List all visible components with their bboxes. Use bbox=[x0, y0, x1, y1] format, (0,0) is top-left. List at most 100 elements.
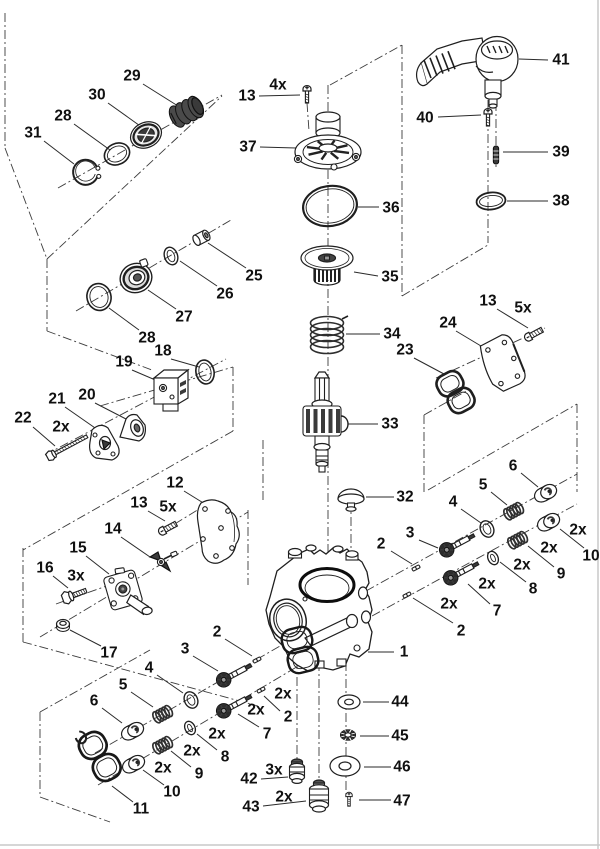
callout-35-7: 35 bbox=[381, 269, 399, 286]
leader-line bbox=[147, 510, 166, 522]
callout-37-5: 37 bbox=[239, 139, 256, 156]
part-seal-disc-30 bbox=[129, 121, 163, 149]
part-star-washer-45 bbox=[340, 729, 356, 741]
callout-26-19: 26 bbox=[216, 286, 234, 303]
leader-line bbox=[32, 426, 56, 447]
leader-line bbox=[437, 114, 482, 118]
leader-line bbox=[259, 146, 297, 149]
qty-label-2x-42: 2x bbox=[154, 760, 172, 777]
part-ribbed-cap-35 bbox=[300, 245, 354, 286]
part-nut-17 bbox=[55, 618, 71, 632]
leader-line bbox=[170, 750, 192, 768]
center-line bbox=[4, 147, 48, 260]
leader-line bbox=[224, 638, 253, 657]
part-wing-valve-14 bbox=[148, 550, 178, 573]
part-sealing-ring-36 bbox=[302, 184, 358, 228]
qty-label-5x-28: 5x bbox=[159, 499, 177, 516]
part-washer-26 bbox=[163, 246, 179, 266]
part-cap-32 bbox=[337, 488, 365, 512]
part-carburetor-body-1 bbox=[265, 544, 373, 675]
callout-41-11: 41 bbox=[552, 52, 570, 69]
callout-23-16: 23 bbox=[396, 342, 414, 359]
leader-line bbox=[43, 140, 75, 165]
part-spring-9-left bbox=[151, 735, 174, 755]
part-gasket-plate-24 bbox=[479, 334, 526, 392]
callout-20-24: 20 bbox=[78, 387, 95, 404]
leader-line bbox=[156, 674, 184, 694]
qty-label-2x-49: 2x bbox=[440, 596, 458, 613]
leader-line bbox=[147, 289, 177, 310]
callout-5-36: 5 bbox=[119, 677, 128, 694]
callout-46-57: 46 bbox=[393, 759, 411, 776]
part-spring-9-right bbox=[506, 530, 529, 550]
callout-12-27: 12 bbox=[166, 475, 183, 492]
part-cup-6-left bbox=[120, 721, 145, 741]
callout-13-28: 13 bbox=[130, 495, 148, 512]
part-pin-2-right-lower bbox=[402, 591, 412, 599]
leader-line bbox=[258, 94, 301, 97]
part-washer-8-left bbox=[183, 720, 197, 736]
leader-line bbox=[412, 597, 454, 624]
callout-39-13: 39 bbox=[552, 144, 570, 161]
leader-line bbox=[260, 776, 289, 780]
leader-line bbox=[107, 102, 144, 129]
callout-10-42: 10 bbox=[163, 784, 180, 801]
center-line bbox=[46, 330, 153, 371]
callout-31-3: 31 bbox=[24, 125, 42, 142]
callout-1-54: 1 bbox=[400, 644, 409, 661]
qty-label-2x-52: 2x bbox=[540, 540, 558, 557]
leader-line bbox=[207, 242, 247, 269]
leader-line bbox=[263, 695, 281, 712]
leader-line bbox=[499, 561, 527, 583]
part-snap-ring-31 bbox=[72, 158, 102, 186]
leader-line bbox=[120, 536, 151, 558]
leader-line bbox=[94, 402, 127, 420]
callout-7-39: 7 bbox=[263, 726, 272, 743]
leader-line bbox=[111, 785, 134, 803]
leader-line bbox=[170, 358, 200, 368]
center-line bbox=[39, 649, 151, 713]
part-roll-pin-39 bbox=[492, 145, 500, 165]
part-rubber-boot-23 bbox=[435, 369, 476, 415]
callout-24-15: 24 bbox=[439, 315, 457, 332]
part-gasket-11 bbox=[74, 730, 122, 783]
center-line bbox=[365, 473, 578, 592]
part-screw-13-top bbox=[302, 85, 312, 104]
part-cup-10-left bbox=[121, 754, 146, 774]
center-line bbox=[306, 102, 310, 132]
part-washer-44 bbox=[337, 694, 361, 710]
qty-label-3x-31: 3x bbox=[67, 568, 85, 585]
leader-line bbox=[237, 713, 260, 728]
qty-label-3x-59: 3x bbox=[265, 762, 283, 779]
qty-label-2x-26: 2x bbox=[52, 419, 70, 436]
part-spring-5-left bbox=[151, 704, 174, 724]
leader-line bbox=[518, 58, 549, 61]
callout-30-1: 30 bbox=[88, 87, 105, 104]
part-pin-2-right-upper bbox=[411, 564, 421, 572]
leader-line bbox=[196, 733, 218, 751]
leader-line bbox=[108, 307, 140, 331]
part-crank-handle-41 bbox=[415, 35, 519, 109]
leader-line bbox=[130, 691, 154, 708]
part-valve-block-19 bbox=[152, 368, 190, 412]
callout-32-10: 32 bbox=[396, 489, 413, 506]
leader-line bbox=[101, 707, 123, 724]
leader-line bbox=[413, 357, 445, 375]
part-pin-2-left-lower bbox=[256, 686, 266, 694]
part-cup-6-right bbox=[533, 483, 558, 503]
part-washer-4-left bbox=[183, 691, 199, 709]
callout-28-21: 28 bbox=[138, 330, 156, 347]
callout-6-48: 6 bbox=[509, 458, 518, 475]
part-cover-plate-12 bbox=[196, 499, 240, 564]
callout-9-41: 9 bbox=[195, 766, 204, 783]
qty-label-2x-51: 2x bbox=[513, 557, 531, 574]
leader-line bbox=[73, 123, 111, 151]
callout-4-35: 4 bbox=[145, 660, 154, 677]
callout-16-31: 16 bbox=[36, 560, 54, 577]
leader-line bbox=[69, 629, 102, 647]
qty-label-2x-38: 2x bbox=[274, 686, 292, 703]
callout-18-22: 18 bbox=[154, 343, 172, 360]
callout-42-59: 42 bbox=[240, 771, 257, 788]
part-valve-3-right bbox=[438, 533, 476, 558]
part-valve-7-right bbox=[442, 561, 480, 586]
